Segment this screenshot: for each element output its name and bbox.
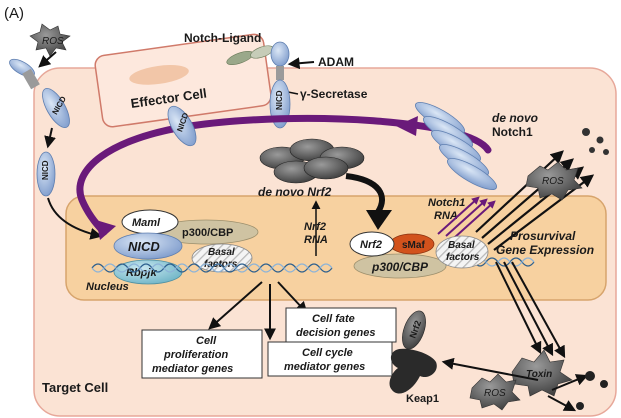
notch1-rna-label-b: RNA xyxy=(434,210,458,222)
panel-label: (A) xyxy=(4,5,24,22)
gamma-secretase-arrow xyxy=(287,91,299,95)
nucleus-label: Nucleus xyxy=(86,281,129,293)
basal-right-label-b: factors xyxy=(446,252,480,263)
nrf2-rna-label-a: Nrf2 xyxy=(304,221,326,233)
p300-right-label: p300/CBP xyxy=(371,260,429,274)
cell-proliferation-box: Cell proliferation mediator genes xyxy=(141,329,263,379)
effector-cell: Effector Cell xyxy=(94,33,272,128)
nicd-mid-label: NICD xyxy=(275,90,284,110)
nicd-complex-label: NICD xyxy=(128,239,160,254)
cell-fate-label-a: Cell fate xyxy=(312,313,355,325)
adam-arrow xyxy=(287,57,315,70)
cell-fate-box: Cell fate decision genes xyxy=(285,307,397,343)
smaf-label: sMaf xyxy=(402,240,425,251)
gamma-secretase-label: γ-Secretase xyxy=(300,87,368,101)
nicd-left-free: NICD xyxy=(36,151,56,197)
notch-receptor-stalk xyxy=(276,66,284,80)
notch1-feedback-arrowhead xyxy=(96,220,116,240)
notch-receptor-top xyxy=(270,41,290,67)
de-novo-notch1-label-a: de novo xyxy=(492,111,538,125)
nicd-release-arrow xyxy=(44,127,56,149)
adam-label: ADAM xyxy=(318,55,354,69)
nrf2-to-nucleus-arrowhead xyxy=(366,210,392,230)
ros-right-star: ROS xyxy=(525,161,583,201)
de-novo-nrf2-label: de novo Nrf2 xyxy=(258,185,332,199)
nicd-cleaved: NICD xyxy=(167,105,197,147)
de-novo-nrf2-cluster xyxy=(259,138,365,184)
toxin-label: Toxin xyxy=(526,369,552,380)
target-cell-label: Target Cell xyxy=(42,380,108,395)
ros-bottom-star: ROS xyxy=(469,373,521,411)
prolif-label-c: mediator genes xyxy=(152,363,233,375)
nicd-left-label: NICD xyxy=(41,160,50,180)
prolif-label-b: proliferation xyxy=(163,349,228,361)
ros-right-label: ROS xyxy=(542,176,564,187)
notch1-rna-purple-arrows xyxy=(437,196,496,239)
de-novo-notch1-label-b: Notch1 xyxy=(492,125,533,139)
ros-to-receptor-arrow xyxy=(38,51,57,68)
notch-ligand-label: Notch-Ligand xyxy=(184,31,261,45)
notch1-feedback-arc xyxy=(76,114,492,236)
basal-left-label-a: Basal xyxy=(208,247,235,258)
ros-bottom-label: ROS xyxy=(484,388,506,399)
toxin-star: Toxin xyxy=(511,349,573,397)
nrf2-rna-label-b: RNA xyxy=(304,234,328,246)
cell-cycle-label-b: mediator genes xyxy=(284,361,365,373)
maml-label: Maml xyxy=(132,217,161,229)
notch1-feedback-arrowhead-top xyxy=(396,116,418,136)
right-transcription-complex: p300/CBP sMaf Nrf2 Basal factors xyxy=(349,231,489,279)
nrf2-to-nucleus-arrow xyxy=(345,173,385,214)
ros-particles-top-right xyxy=(582,128,609,155)
prosurvival-label-b: Gene Expression xyxy=(496,243,594,257)
ros-top-label: ROS xyxy=(42,36,64,47)
ros-particles-bottom xyxy=(576,371,608,410)
notch1-rna-label-a: Notch1 xyxy=(428,197,465,209)
cell-cycle-label-a: Cell cycle xyxy=(302,347,353,359)
keap1-complex: Nrf2 Keap1 xyxy=(389,310,439,405)
notch-ligand xyxy=(226,45,274,66)
ros-top-star: ROS xyxy=(29,23,71,57)
p300-left-label: p300/CBP xyxy=(182,227,233,239)
basal-right-label-a: Basal xyxy=(448,240,475,251)
nrf2-bound-label: Nrf2 xyxy=(360,239,382,251)
cell-cycle-box: Cell cycle mediator genes xyxy=(267,341,393,377)
toxin-arrows xyxy=(441,261,589,412)
gene-target-arrows xyxy=(208,281,308,341)
prolif-label-a: Cell xyxy=(196,335,217,347)
keap1-label: Keap1 xyxy=(406,393,439,405)
nicd-to-nucleus-arrow xyxy=(47,197,103,240)
left-receptor: NICD xyxy=(9,58,70,128)
left-transcription-complex: p300/CBP Maml NICD Rbpjκ Basal factors xyxy=(113,209,259,285)
cell-fate-label-b: decision genes xyxy=(296,327,375,339)
de-novo-notch1-cluster xyxy=(415,101,497,191)
prosurvival-label-a: Prosurvival xyxy=(510,229,576,243)
